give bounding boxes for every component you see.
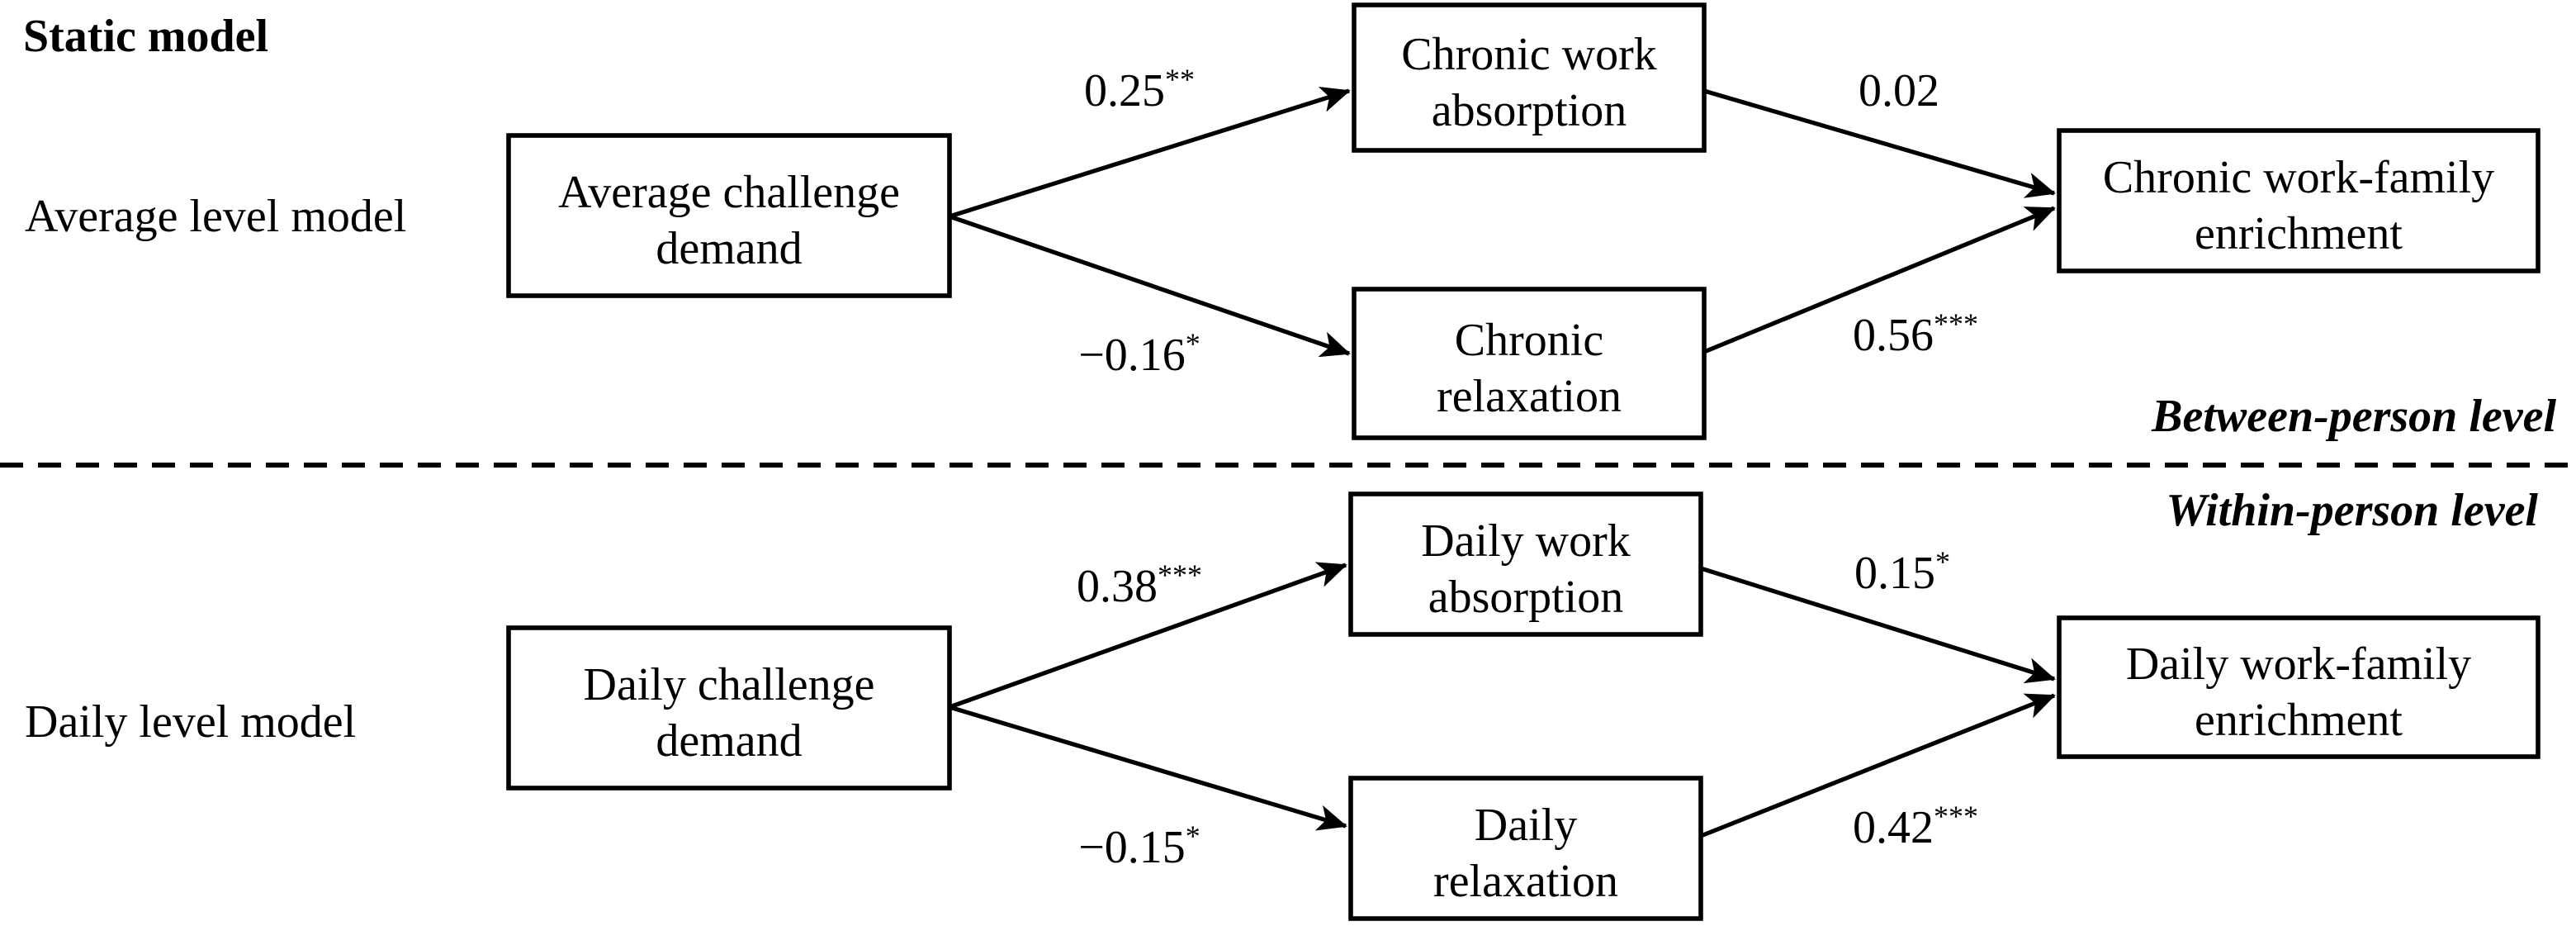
- within-person-level-label: Within-person level: [2166, 485, 2538, 536]
- coef-daily-to-daily-relaxation: −0.15*: [1078, 819, 1200, 873]
- box-chronic-relaxation-rect: [1352, 287, 1707, 440]
- row-label-daily-level-model: Daily level model: [25, 696, 356, 748]
- box-daily-challenge-demand-rect: [506, 625, 952, 791]
- arrow-avg-challenge-to-chronic-relaxation: [949, 214, 1351, 358]
- figure-title: Static model: [23, 11, 268, 62]
- box-daily-work-family-enrichment-rect: [2057, 615, 2540, 759]
- box-average-challenge-demand-rect: [506, 133, 952, 298]
- box-daily-relaxation-rect: [1348, 776, 1703, 921]
- coef-daily-to-daily-absorption: 0.38***: [1077, 558, 1202, 612]
- between-person-level-label: Between-person level: [2151, 391, 2556, 442]
- coef-chronic-absorption-to-enrichment: 0.02: [1859, 65, 1939, 116]
- coef-avg-to-chronic-relaxation: −0.16*: [1078, 327, 1200, 381]
- coef-avg-to-chronic-absorption: 0.25**: [1084, 63, 1195, 116]
- arrow-avg-challenge-to-chronic-absorption: [949, 86, 1351, 219]
- arrow-daily-relaxation-to-enrichment: [1700, 693, 2056, 838]
- box-chronic-work-family-enrichment-rect: [2057, 128, 2540, 273]
- arrow-daily-challenge-to-daily-absorption: [949, 562, 1347, 710]
- arrow-chronic-relaxation-to-enrichment: [1703, 206, 2056, 354]
- coef-chronic-relaxation-to-enrichment: 0.56***: [1853, 307, 1978, 361]
- row-label-average-level-model: Average level model: [25, 191, 406, 242]
- coef-daily-absorption-to-enrichment: 0.15*: [1854, 545, 1950, 599]
- arrow-daily-absorption-to-enrichment: [1700, 566, 2056, 684]
- coef-daily-relaxation-to-enrichment: 0.42***: [1853, 800, 1978, 853]
- arrow-chronic-absorption-to-enrichment: [1703, 88, 2056, 198]
- box-daily-work-absorption-rect: [1348, 491, 1703, 637]
- arrow-daily-challenge-to-daily-relaxation: [949, 705, 1347, 831]
- box-chronic-work-absorption-rect: [1352, 2, 1707, 153]
